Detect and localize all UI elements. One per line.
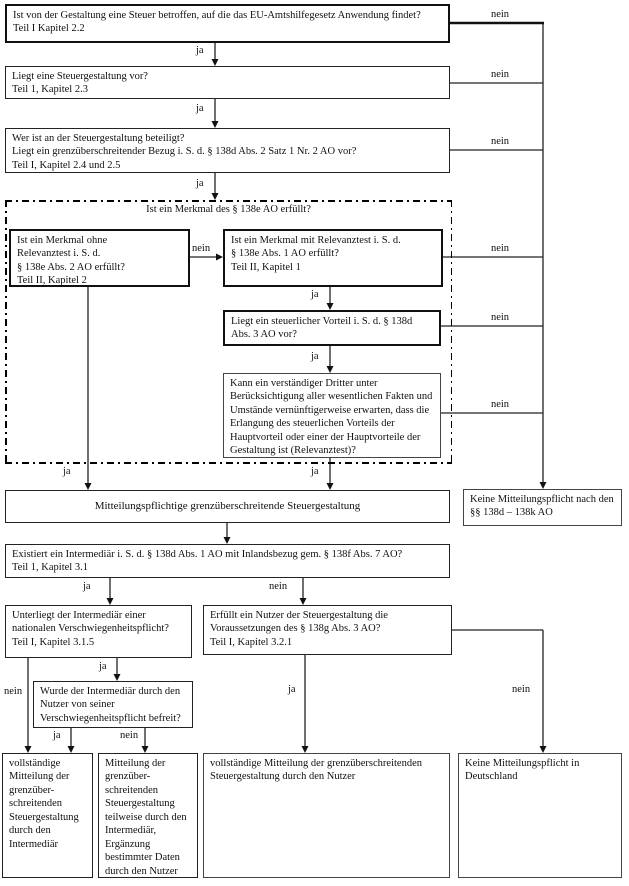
edge-label-nein: nein <box>490 399 510 410</box>
edge-label-ja: ja <box>53 730 61 741</box>
edge-label-nein: nein <box>490 136 510 147</box>
node-q-arrangement: Liegt eine Steuergestaltung vor? Teil 1,… <box>5 66 450 99</box>
edge-label-ja: ja <box>311 466 319 477</box>
edge-label-nein: nein <box>192 243 211 254</box>
edge-label-ja: ja <box>63 466 71 477</box>
hallmark-frame-bottom <box>5 462 452 464</box>
node-outcome-partial-by-intermediary: Mitteilung der grenzüber-schreitenden St… <box>98 753 198 878</box>
node-q-tax-advantage: Liegt ein steuerlicher Vorteil i. S. d. … <box>223 310 441 346</box>
edge-label-ja: ja <box>99 661 107 672</box>
hallmark-frame-left <box>5 200 7 463</box>
hallmark-group-title: Ist ein Merkmal des § 138e AO erfüllt? <box>146 204 311 215</box>
edge-label-ja: ja <box>311 289 319 300</box>
edge-label-ja: ja <box>196 103 204 114</box>
hallmark-frame-top <box>5 200 452 202</box>
edge-label-nein: nein <box>120 730 139 741</box>
edge-label-nein: nein <box>4 686 23 697</box>
node-q-intermediary: Existiert ein Intermediär i. S. d. § 138… <box>5 544 450 578</box>
edge-label-ja: ja <box>196 178 204 189</box>
node-outcome-full-by-intermediary: vollständige Mitteilung der grenzüber-sc… <box>2 753 93 878</box>
edge-label-nein: nein <box>512 684 531 695</box>
node-q-confidentiality: Unterliegt der Intermediär einer nationa… <box>5 605 192 658</box>
node-reportable-arrangement: Mitteilungspflichtige grenzüberschreiten… <box>5 490 450 523</box>
node-outcome-no-obligation-germany: Keine Mitteilungspflicht in Deutschland <box>458 753 622 878</box>
edge-label-nein: nein <box>490 243 510 254</box>
node-q-tax-covered: Ist von der Gestaltung eine Steuer betro… <box>5 4 450 43</box>
edge-label-nein: nein <box>490 9 510 20</box>
edge-label-nein: nein <box>269 581 288 592</box>
node-outcome-full-by-user: vollständige Mitteilung der grenzübersch… <box>203 753 450 878</box>
node-q-hallmark-with-test: Ist ein Merkmal mit Relevanztest i. S. d… <box>223 229 443 287</box>
node-no-obligation-138: Keine Mitteilungspflicht nach den §§ 138… <box>463 489 622 526</box>
edge-label-ja: ja <box>83 581 91 592</box>
node-q-cross-border: Wer ist an der Steuergestaltung beteilig… <box>5 128 450 173</box>
edge-label-ja: ja <box>288 684 296 695</box>
edge-label-nein: nein <box>490 69 510 80</box>
edge-label-nein: nein <box>490 312 510 323</box>
edge-label-ja: ja <box>311 351 319 362</box>
node-q-main-benefit-test: Kann ein verständiger Dritter unter Berü… <box>223 373 441 458</box>
node-q-user-conditions: Erfüllt ein Nutzer der Steuergestaltung … <box>203 605 452 655</box>
node-q-waiver: Wurde der Intermediär durch den Nutzer v… <box>33 681 193 728</box>
node-q-hallmark-without-test: Ist ein Merkmal ohne Relevanztest i. S. … <box>9 229 190 287</box>
edge-label-ja: ja <box>196 45 204 56</box>
hallmark-frame-right <box>450 200 452 463</box>
